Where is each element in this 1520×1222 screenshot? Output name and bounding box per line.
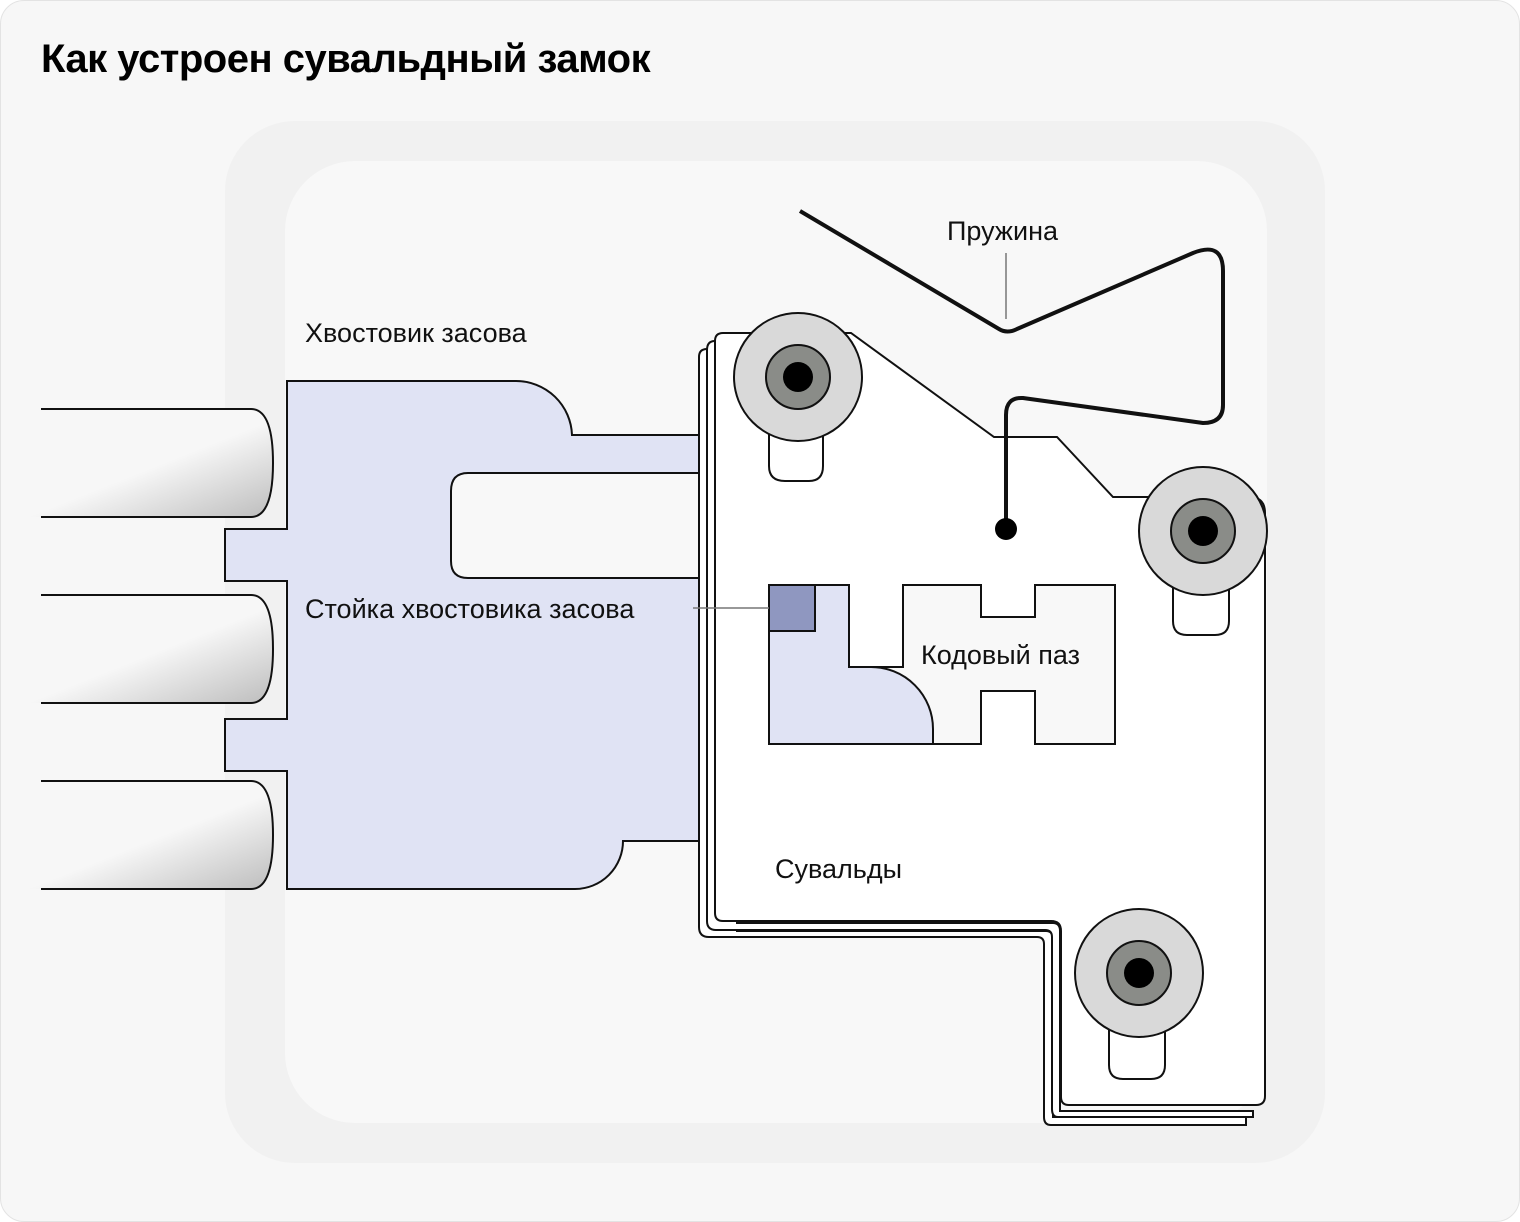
bolt-rod xyxy=(1,781,273,889)
label-bolt-post: Стойка хвостовика засова xyxy=(305,594,635,624)
spring xyxy=(798,209,1225,528)
pin-bottom xyxy=(1074,908,1204,1080)
label-code-slot: Кодовый паз xyxy=(921,640,1080,670)
pin-right xyxy=(1138,466,1268,636)
spring-anchor xyxy=(995,518,1017,540)
label-levers: Сувальды xyxy=(775,854,902,884)
bolt-shank-slot xyxy=(450,472,716,579)
label-spring: Пружина xyxy=(947,216,1059,246)
pin-top-left xyxy=(733,312,863,482)
bolt-rod xyxy=(1,409,273,517)
bolt-rods xyxy=(1,408,275,890)
bolt-post xyxy=(768,584,816,632)
code-slot xyxy=(768,584,1116,745)
bolt-rod xyxy=(1,595,273,703)
label-bolt-shank: Хвостовик засова xyxy=(305,318,528,348)
page-title: Как устроен сувальдный замок xyxy=(41,37,651,81)
bolt-shank xyxy=(224,380,716,890)
